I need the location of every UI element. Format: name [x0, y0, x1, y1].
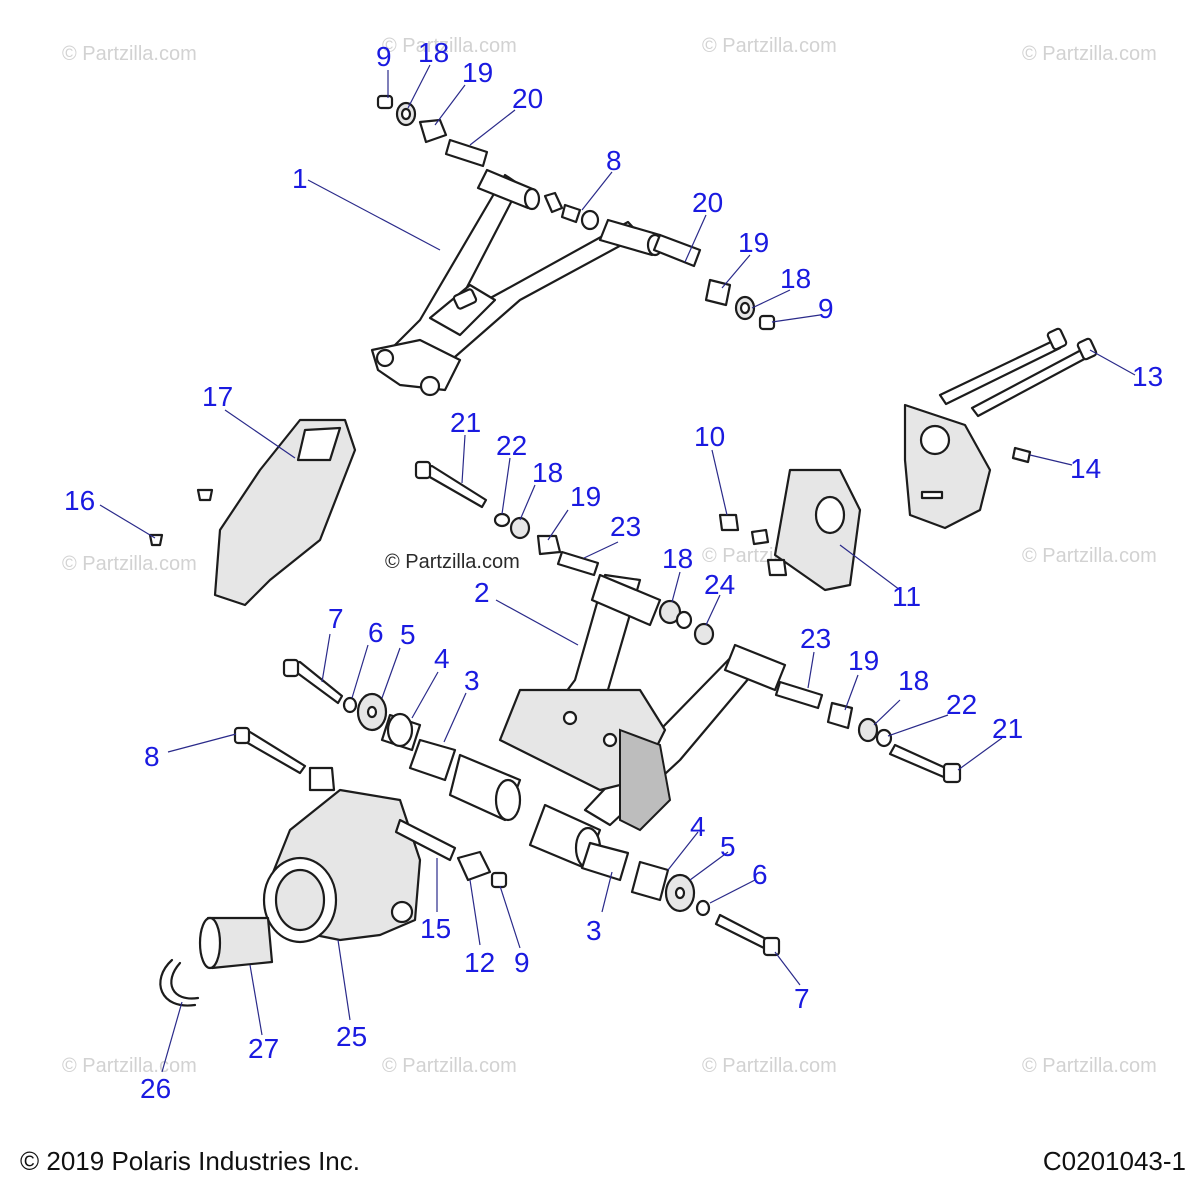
- callout-7-left: 7: [328, 603, 344, 634]
- bracket-right: [903, 403, 1032, 530]
- callout-6-left: 6: [368, 617, 384, 648]
- callout-20-right: 20: [692, 187, 723, 218]
- callout-5-left: 5: [400, 619, 416, 650]
- leader-lines: [99, 64, 1136, 1073]
- callout-19-top: 19: [462, 57, 493, 88]
- callout-9-top: 9: [376, 41, 392, 72]
- callout-23-mid: 23: [610, 511, 641, 542]
- copyright-notice: © 2019 Polaris Industries Inc.: [20, 1146, 360, 1176]
- callout-19-lowerright: 19: [848, 645, 879, 676]
- callout-22-right: 22: [946, 689, 977, 720]
- callout-18-lowerarm: 18: [662, 543, 693, 574]
- watermark: © Partzilla.com: [1022, 545, 1157, 567]
- callout-2: 2: [474, 577, 490, 608]
- skid-plate: [148, 418, 357, 607]
- callout-4-right: 4: [690, 811, 706, 842]
- left-bushings: [282, 658, 781, 957]
- callout-12: 12: [464, 947, 495, 978]
- watermark: © Partzilla.com: [382, 35, 517, 57]
- upper-arm-hardware: [376, 94, 776, 331]
- callout-17: 17: [202, 381, 233, 412]
- callout-23-right: 23: [800, 623, 831, 654]
- callout-18-lowerright: 18: [898, 665, 929, 696]
- watermark: © Partzilla.com: [382, 1055, 517, 1077]
- callout-25: 25: [336, 1021, 367, 1052]
- upper-a-arm: [370, 168, 664, 397]
- callout-7-right: 7: [794, 983, 810, 1014]
- lower-arm-hardware: [414, 460, 962, 784]
- callout-6-right: 6: [752, 859, 768, 890]
- knuckle-assembly: [159, 726, 508, 1007]
- watermark: © Partzilla.com: [62, 1055, 197, 1077]
- callout-22-mid: 22: [496, 430, 527, 461]
- watermark-center: © Partzilla.com: [385, 551, 520, 573]
- callout-5-right: 5: [720, 831, 736, 862]
- callout-21-right: 21: [992, 713, 1023, 744]
- callout-18-mid: 18: [532, 457, 563, 488]
- lower-a-arm: [448, 573, 787, 870]
- long-bolts: [938, 327, 1098, 418]
- callout-19-mid: 19: [570, 481, 601, 512]
- drawing-code: C0201043-1: [1042, 1146, 1186, 1176]
- callout-26: 26: [140, 1073, 171, 1104]
- callout-labels: 9 18 19 20 8 1 20 19 18 9 13 17 21 22 18…: [64, 37, 1163, 1104]
- watermark: © Partzilla.com: [702, 1055, 837, 1077]
- callout-8-lower: 8: [144, 741, 160, 772]
- callout-14: 14: [1070, 453, 1101, 484]
- callout-8-upper: 8: [606, 145, 622, 176]
- callout-3-left: 3: [464, 665, 480, 696]
- callout-15: 15: [420, 913, 451, 944]
- callout-10: 10: [694, 421, 725, 452]
- watermarks: © Partzilla.com © Partzilla.com © Partzi…: [62, 35, 1157, 1077]
- callout-9-right: 9: [818, 293, 834, 324]
- callout-19-right: 19: [738, 227, 769, 258]
- callout-3-right: 3: [586, 915, 602, 946]
- callout-24: 24: [704, 569, 735, 600]
- callout-21-mid: 21: [450, 407, 481, 438]
- watermark: © Partzilla.com: [1022, 43, 1157, 65]
- callout-16: 16: [64, 485, 95, 516]
- callout-18-right: 18: [780, 263, 811, 294]
- callout-13: 13: [1132, 361, 1163, 392]
- callout-11: 11: [892, 581, 921, 612]
- callout-27: 27: [248, 1033, 279, 1064]
- callout-18-top: 18: [418, 37, 449, 68]
- watermark: © Partzilla.com: [62, 43, 197, 65]
- watermark: © Partzilla.com: [702, 35, 837, 57]
- watermark: © Partzilla.com: [1022, 1055, 1157, 1077]
- watermark: © Partzilla.com: [62, 553, 197, 575]
- callout-4-left: 4: [434, 643, 450, 674]
- callout-20-top: 20: [512, 83, 543, 114]
- bracket-center: [718, 468, 862, 592]
- callout-9-lower: 9: [514, 947, 530, 978]
- callout-1: 1: [292, 163, 308, 194]
